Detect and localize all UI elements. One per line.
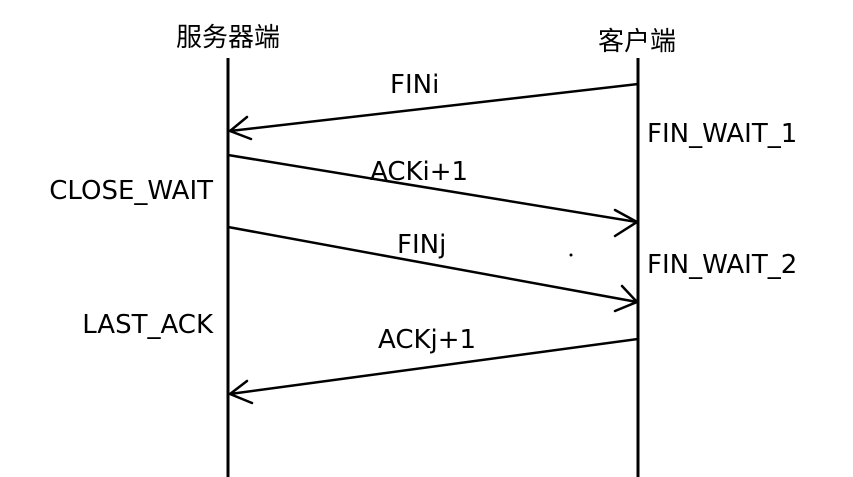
state-close-wait: CLOSE_WAIT [49, 176, 213, 206]
ack-i-arrowhead [613, 208, 639, 238]
fin-j-arrowhead [613, 284, 639, 313]
ack-j-label: ACKj+1 [378, 325, 476, 355]
client-header: 客户端 [598, 27, 676, 57]
ack-j-arrow [229, 337, 639, 396]
server-header: 服务器端 [176, 23, 280, 53]
ack-i-arrow [227, 153, 638, 224]
fin-i-label: FINi [390, 70, 439, 100]
fin-j-label: FINj [397, 230, 446, 260]
ack-i-label: ACKi+1 [370, 157, 468, 187]
state-fin-wait-1: FIN_WAIT_1 [647, 119, 797, 149]
fin-i-arrowhead [228, 115, 253, 141]
stray-dot [569, 253, 573, 257]
state-fin-wait-2: FIN_WAIT_2 [647, 250, 797, 280]
fin-i-arrow [229, 82, 639, 133]
fin-j-arrow [227, 225, 638, 304]
ack-j-arrowhead [228, 379, 254, 405]
state-last-ack: LAST_ACK [82, 310, 214, 340]
